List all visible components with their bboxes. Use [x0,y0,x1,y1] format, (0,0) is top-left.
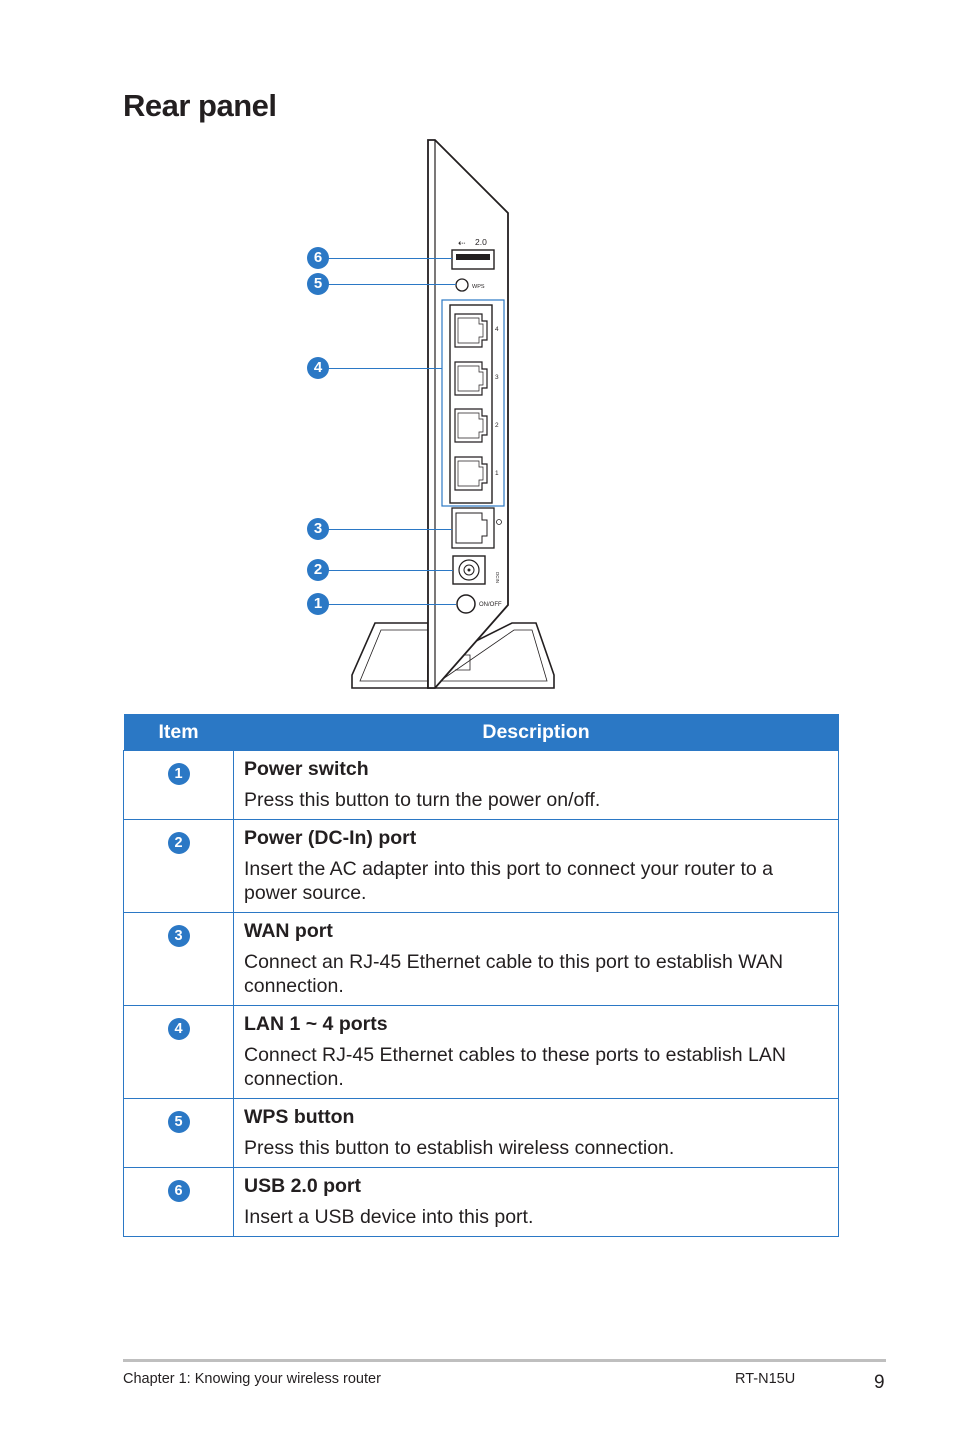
callout-5: 5 [307,273,329,295]
lan-housing [449,304,493,504]
callout-line-dc [328,570,453,571]
item-description: Insert the AC adapter into this port to … [244,858,773,904]
callout-3: 3 [307,518,329,540]
page-title: Rear panel [123,88,277,123]
callout-6: 6 [307,247,329,269]
item-name: LAN 1 ~ 4 ports [244,1013,388,1035]
callout-line-usb [328,258,452,259]
lan-label-3: 3 [495,374,499,381]
svg-text:⇠: ⇠ [458,239,466,249]
item-name: Power (DC-In) port [244,827,417,849]
usb-label: 2.0 [475,237,487,247]
lan-label-4: 4 [495,326,499,333]
usb-port: ⇠ 2.0 [451,237,495,270]
router-body [427,139,509,689]
lan-label-2: 2 [495,422,499,429]
item-number-badge: 3 [167,925,190,947]
item-cell: 3 [123,912,234,1006]
power-switch: ON/OFF [456,594,502,614]
callout-line-wan [328,529,452,530]
item-cell: 2 [123,819,234,913]
item-description: Press this button to turn the power on/o… [244,789,601,811]
item-cell: 4 [123,1005,234,1099]
item-number-badge: 2 [167,832,190,854]
item-name: USB 2.0 port [244,1175,362,1197]
item-description: Connect RJ-45 Ethernet cables to these p… [244,1044,786,1090]
column-header-description: Description [233,714,839,751]
item-number-badge: 6 [167,1180,190,1202]
power-label: ON/OFF [479,602,502,608]
item-number-badge: 5 [167,1111,190,1133]
router-rear-panel-figure: ⇠ 2.0 WPS 4 3 2 1 [300,135,570,700]
item-description: Insert a USB device into this port. [244,1206,534,1228]
dc-in-port: DCIN [452,555,500,585]
callout-2: 2 [307,559,329,581]
page-number: 9 [874,1372,885,1393]
column-header-item: Item [123,714,234,751]
item-number-badge: 4 [167,1018,190,1040]
lan-highlight-frame [441,299,505,507]
lan-label-1: 1 [495,470,499,477]
item-description: Connect an RJ-45 Ethernet cable to this … [244,951,784,997]
item-name: WPS button [244,1106,355,1128]
table-header-row: Item Description [123,714,839,751]
item-cell: 6 [123,1167,234,1237]
callout-line-power [328,604,456,605]
dc-label: DCIN [495,572,500,583]
wan-port [451,507,502,549]
callout-4: 4 [307,357,329,379]
router-illustration: ⇠ 2.0 WPS 4 3 2 1 [351,139,555,689]
wps-label: WPS [472,284,485,290]
wps-button: WPS [455,278,485,292]
callout-line-lan [328,368,442,369]
item-name: Power switch [244,758,369,780]
lan-ports [454,313,488,491]
item-cell: 5 [123,1098,234,1168]
item-number-badge: 1 [167,763,190,785]
item-description: Press this button to establish wireless … [244,1137,675,1159]
footer-chapter: Chapter 1: Knowing your wireless router [123,1371,381,1387]
item-cell: 1 [123,750,234,820]
item-name: WAN port [244,920,333,942]
callout-line-wps [328,284,456,285]
footer-model: RT-N15U [735,1371,796,1387]
callout-1: 1 [307,593,329,615]
footer-rule [123,1359,886,1362]
